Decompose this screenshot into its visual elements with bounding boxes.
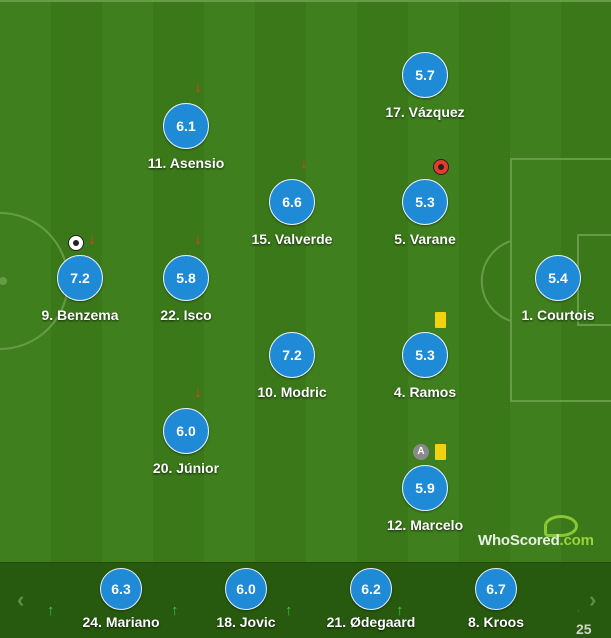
player-name: 24. Mariano (82, 614, 160, 630)
whoscored-logo[interactable]: WhoScored.com (478, 532, 594, 549)
player-name: 20. Júnior (152, 460, 220, 476)
player-name: 1. Courtois (521, 307, 595, 323)
pitch: 5.7 17. Vázquez ↓ 6.1 11. Asensio ↓ 6.6 … (0, 0, 611, 562)
player-rating-badge: 6.7 (475, 568, 517, 610)
player-modric[interactable]: 7.2 10. Modric (222, 332, 362, 400)
player-name: 12. Marcelo (386, 517, 464, 533)
player-rating-badge: 6.3 (100, 568, 142, 610)
logo-text: WhoScored (478, 532, 560, 549)
sub-player-odegaard[interactable]: 6.2 21. Ødegaard ↑ (285, 568, 436, 630)
player-vazquez[interactable]: 5.7 17. Vázquez (355, 52, 495, 120)
player-rating-badge: 6.1 (163, 103, 209, 149)
player-rating-badge: 7.2 (57, 255, 103, 301)
sub-off-arrow-icon: ↓ (88, 231, 96, 248)
sub-off-arrow-icon: ↓ (194, 231, 202, 248)
player-rating-badge: 5.7 (402, 52, 448, 98)
goal-ball-icon (68, 235, 84, 251)
chevron-left-icon[interactable]: ‹ (17, 587, 25, 612)
player-name: 15. Valverde (251, 231, 333, 247)
player-rating-badge: 6.6 (269, 179, 315, 225)
own-goal-ball-icon (433, 159, 449, 175)
player-name: 5. Varane (394, 231, 456, 247)
player-rating-badge: 6.0 (163, 408, 209, 454)
yellow-card-icon (435, 444, 446, 460)
logo-domain: .com (559, 532, 594, 549)
player-rating-badge: 5.3 (402, 179, 448, 225)
sub-on-arrow-icon: ↑ (396, 602, 404, 619)
whoscored-logo-mark (544, 515, 578, 537)
player-name: 4. Ramos (393, 384, 457, 400)
sub-on-arrow-icon: ↑ (285, 602, 293, 619)
sub-on-arrow-icon: ↑ (47, 602, 55, 619)
player-name: 9. Benzema (41, 307, 119, 323)
player-valverde[interactable]: ↓ 6.6 15. Valverde (222, 156, 362, 248)
player-name: 21. Ødegaard (326, 614, 416, 630)
player-name: 8. Kroos (467, 614, 524, 630)
player-isco[interactable]: ↓ 5.8 22. Isco (116, 232, 256, 324)
player-name: 18. Jovic (216, 614, 276, 630)
player-name: 25 (576, 621, 592, 637)
sub-on-arrow-icon: ↑ (171, 602, 179, 619)
yellow-card-icon (435, 312, 446, 328)
player-name: 11. Asensio (147, 155, 225, 171)
player-name: 22. Isco (160, 307, 212, 323)
player-junior[interactable]: ↓ 6.0 20. Júnior (116, 385, 256, 477)
player-rating-badge: 6.0 (225, 568, 267, 610)
chevron-right-icon[interactable]: › (589, 587, 597, 612)
sub-player-partial[interactable]: 25 ↑ (576, 610, 611, 638)
player-rating-badge: 5.4 (535, 255, 581, 301)
sub-on-arrow-icon: ↑ (576, 610, 583, 615)
sub-off-arrow-icon: ↓ (194, 384, 202, 401)
player-rating-badge: 5.9 (402, 465, 448, 511)
player-name: 17. Vázquez (385, 104, 465, 120)
player-benzema[interactable]: ↓ 7.2 9. Benzema (10, 232, 150, 324)
player-rating-badge: 6.2 (350, 568, 392, 610)
captain-icon: A (413, 444, 429, 460)
player-marcelo[interactable]: A 5.9 12. Marcelo (355, 444, 495, 533)
substitutes-bar: ‹ 6.3 24. Mariano ↑ 6.0 18. Jovic ↑ 6.2 … (0, 562, 611, 638)
player-asensio[interactable]: ↓ 6.1 11. Asensio (116, 80, 256, 172)
player-name: 10. Modric (257, 384, 327, 400)
player-courtois[interactable]: 5.4 1. Courtois (488, 255, 611, 323)
sub-player-jovic[interactable]: 6.0 18. Jovic ↑ (171, 568, 311, 630)
sub-player-kroos[interactable]: 6.7 8. Kroos ↑ (396, 568, 561, 630)
sub-player-mariano[interactable]: 6.3 24. Mariano ↑ (47, 568, 186, 630)
sub-off-arrow-icon: ↓ (194, 79, 202, 96)
player-varane[interactable]: 5.3 5. Varane (355, 159, 495, 247)
player-rating-badge: 7.2 (269, 332, 315, 378)
player-rating-badge: 5.8 (163, 255, 209, 301)
player-ramos[interactable]: 5.3 4. Ramos (355, 312, 495, 400)
player-rating-badge: 5.3 (402, 332, 448, 378)
sub-off-arrow-icon: ↓ (300, 155, 308, 172)
